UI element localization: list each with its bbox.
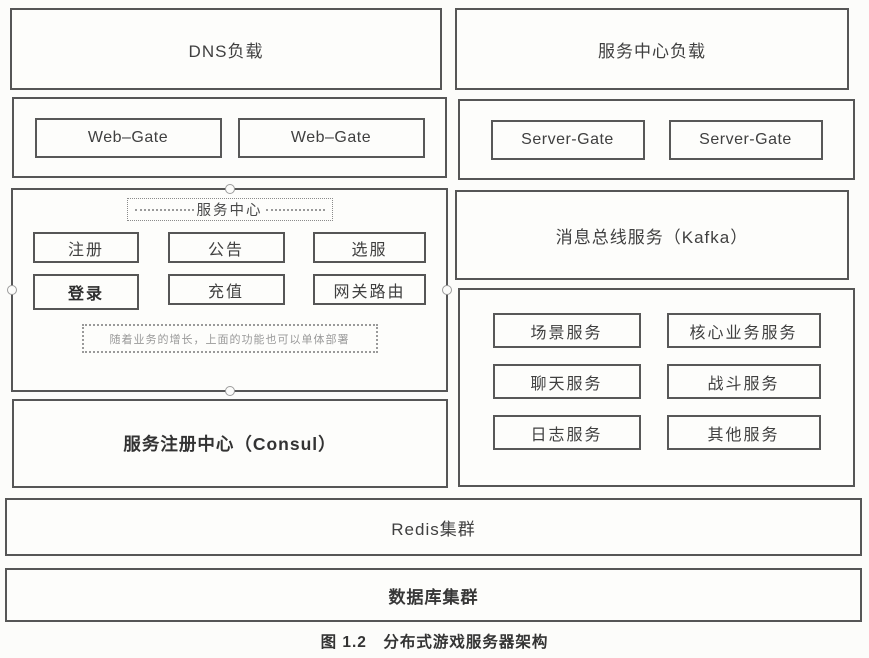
function-box-register: 注册 [33,232,139,263]
service-box-battle: 战斗服务 [666,364,821,399]
figure-caption: 图 1.2 分布式游戏服务器架构 [320,634,549,651]
services-container: 场景服务 核心业务服务 聊天服务 战斗服务 日志服务 其他服务 [458,288,855,487]
dns-load-box: DNS负载 [10,8,442,90]
message-bus-label: 消息总线服务（Kafka） [555,227,749,247]
server-gate-container: Server-Gate Server-Gate [458,99,855,180]
service-box-log: 日志服务 [492,415,641,450]
function-row: 注册 公告 选服 [13,232,446,263]
database-cluster-box: 数据库集群 [5,568,862,622]
service-registry-box: 服务注册中心（Consul） [12,399,448,488]
service-center-container: 服务中心 注册 公告 选服 登录 充值 网关路由 随着业务的增长，上面的功能也可… [7,184,452,396]
server-gate-box: Server-Gate [668,119,823,160]
service-center-load-label: 服务中心负载 [598,41,706,61]
web-gate-box: Web–Gate [34,117,222,158]
function-box-select-server: 选服 [313,232,426,263]
function-box-gateway-route: 网关路由 [313,274,426,305]
selection-handle [442,285,452,295]
service-center-title-box: 服务中心 [126,198,333,221]
redis-cluster-box: Redis集群 [5,498,862,556]
message-bus-box: 消息总线服务（Kafka） [455,190,849,280]
web-gate-container: Web–Gate Web–Gate [12,97,447,178]
service-center-load-box: 服务中心负载 [455,8,849,90]
service-box-chat: 聊天服务 [492,364,641,399]
redis-cluster-label: Redis集群 [391,519,476,539]
service-box-other: 其他服务 [666,415,821,450]
selection-handle [224,184,235,194]
function-box-announce: 公告 [167,232,285,263]
service-registry-label: 服务注册中心（Consul） [123,434,337,454]
database-cluster-label: 数据库集群 [388,587,479,607]
service-box-scene: 场景服务 [492,313,641,348]
selection-handle [224,386,235,396]
web-gate-box: Web–Gate [237,117,425,158]
function-row: 登录 充值 网关路由 [13,274,446,310]
service-center-title: 服务中心 [196,203,263,219]
server-gate-box: Server-Gate [490,119,645,160]
function-box-recharge: 充值 [167,274,285,305]
dns-load-label: DNS负载 [188,41,264,61]
selection-handle [7,285,17,295]
function-box-login: 登录 [33,274,139,310]
service-box-core-business: 核心业务服务 [666,313,821,348]
service-center-note: 随着业务的增长，上面的功能也可以单体部署 [81,324,378,353]
